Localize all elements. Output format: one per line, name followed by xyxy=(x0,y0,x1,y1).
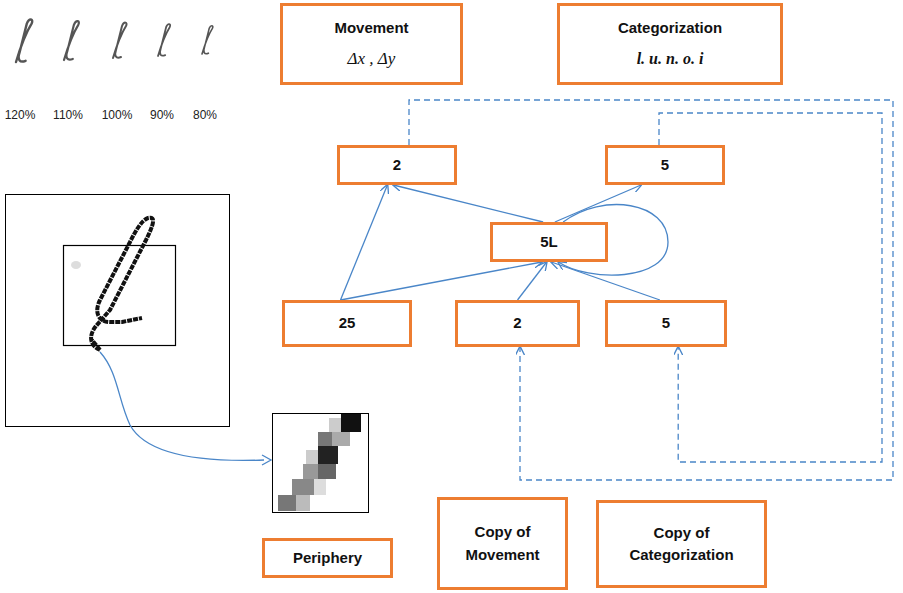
movement-box: Movement Δx , Δy xyxy=(280,3,463,85)
letter-sample xyxy=(64,21,79,60)
input-box: 25 xyxy=(282,300,412,347)
grey-blob xyxy=(71,261,81,269)
node-title: 25 xyxy=(339,312,356,335)
hidden-layer-box: 5L xyxy=(490,222,608,262)
node-title: 5 xyxy=(662,312,670,335)
category-unit: 5 xyxy=(605,145,725,185)
node-title: 2 xyxy=(513,312,521,335)
node-title: Copy of Movement xyxy=(446,521,559,566)
pixel-patch xyxy=(273,414,369,513)
movement-unit: 2 xyxy=(337,145,457,185)
scale-label: 80% xyxy=(193,108,217,122)
node-title: 2 xyxy=(393,154,401,177)
node-subtitle: l. u. n. o. i xyxy=(637,47,704,71)
scale-label: 120% xyxy=(5,108,36,122)
copy-box: Copy of Movement xyxy=(437,497,568,590)
handwritten-letter xyxy=(91,218,153,350)
feedback-connector xyxy=(409,100,893,480)
node-title: Copy of Categorization xyxy=(605,522,758,567)
letter-sample xyxy=(16,20,32,62)
scale-label: 90% xyxy=(150,108,174,122)
leader-arrowhead xyxy=(262,455,271,465)
letter-sample xyxy=(158,24,170,56)
connector-arrow xyxy=(551,262,660,300)
node-title: Movement xyxy=(334,17,408,40)
retina-frame xyxy=(6,195,230,427)
connector-arrow xyxy=(555,185,641,222)
scaled-letter-samples xyxy=(16,20,213,62)
scale-label: 110% xyxy=(53,108,83,122)
connector-arrow xyxy=(518,262,547,300)
connector-arrow xyxy=(341,262,542,300)
category-input-box: 5 xyxy=(605,300,727,347)
node-title: Periphery xyxy=(293,547,362,570)
connector-arrow xyxy=(341,185,388,300)
copy-box: Copy of Categorization xyxy=(596,500,767,588)
node-title: 5 xyxy=(661,154,669,177)
node-subtitle: Δx , Δy xyxy=(348,46,396,72)
connector-arrow xyxy=(393,185,543,222)
scale-label: 100% xyxy=(102,108,133,122)
movement-input-box: 2 xyxy=(455,300,580,347)
periphery-box: Periphery xyxy=(262,538,393,578)
letter-sample xyxy=(202,26,213,54)
categorization-box: Categorization l. u. n. o. i xyxy=(557,3,783,85)
node-title: 5L xyxy=(540,231,558,254)
zoom-leader xyxy=(100,352,264,460)
node-title: Categorization xyxy=(618,17,722,40)
letter-sample xyxy=(113,23,127,58)
